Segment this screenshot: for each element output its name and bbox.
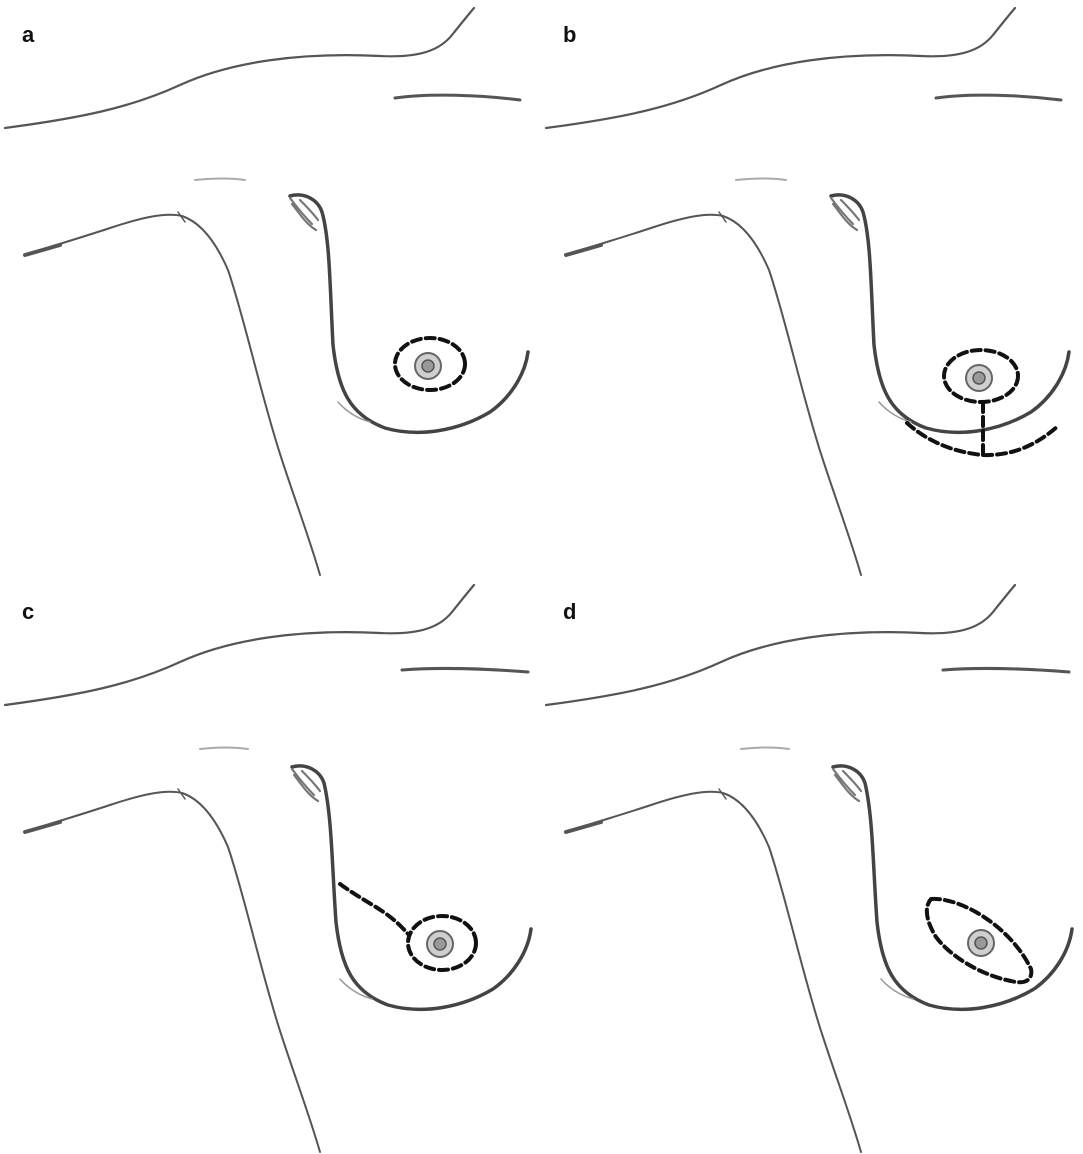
panel-d: d — [541, 577, 1082, 1154]
panel-a: a — [0, 0, 541, 577]
torso-outline — [5, 585, 528, 1152]
panel-c-drawing — [0, 577, 541, 1154]
breast-contour — [292, 766, 531, 1009]
panel-a-drawing — [0, 0, 541, 577]
torso-outline — [546, 585, 1069, 1152]
breast-contour — [290, 195, 528, 432]
breast-contour — [831, 195, 1069, 432]
torso-outline — [5, 8, 520, 575]
incision-lateral-extension — [340, 884, 476, 970]
nipple-areola — [415, 353, 441, 379]
nipple-areola — [966, 365, 992, 391]
panel-c: c — [0, 577, 541, 1154]
nipple-areola — [427, 931, 453, 957]
panel-d-drawing — [541, 577, 1082, 1154]
panel-b-drawing — [541, 0, 1082, 577]
nipple-areola — [968, 930, 994, 956]
breast-contour — [833, 766, 1072, 1009]
panel-b: b — [541, 0, 1082, 577]
torso-outline — [546, 8, 1061, 575]
